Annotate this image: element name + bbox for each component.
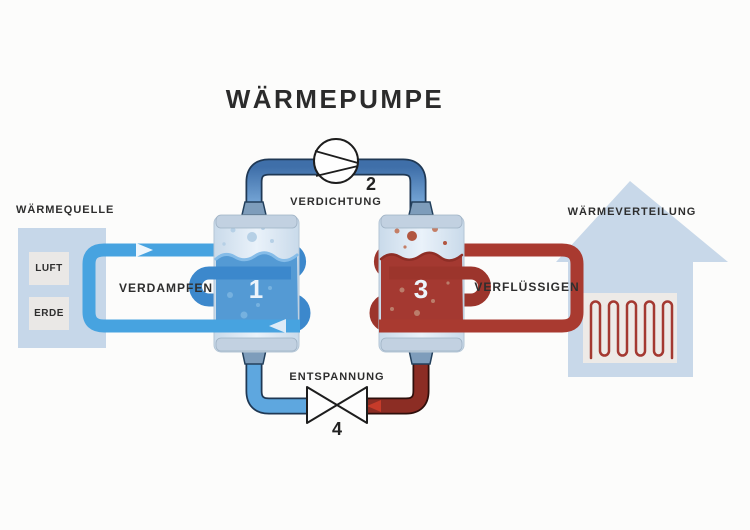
- heat-distribution-house: [556, 181, 728, 377]
- red-loop-pipe: [413, 243, 584, 333]
- source-item-luft: LUFT: [29, 252, 69, 285]
- vessel3-top-connector: [408, 201, 434, 216]
- heat-distribution-label: WÄRMEVERTEILUNG: [567, 206, 697, 218]
- stage-number-1: 1: [248, 274, 264, 304]
- serpentine-heating-coil-icon: [589, 300, 674, 360]
- stage-label-entspannung: ENTSPANNUNG: [289, 371, 385, 383]
- flow-arrow-right-icon: [136, 243, 153, 257]
- vessel3-bottom-cap: [380, 337, 463, 352]
- expansion-pipes: [245, 346, 430, 415]
- stage-label-verdichtung: VERDICHTUNG: [290, 196, 382, 208]
- stage-label-verdampfen: VERDAMPFEN: [118, 281, 214, 295]
- heat-source-label: WÄRMEQUELLE: [16, 204, 115, 216]
- vessel3-wave-edge: [379, 251, 464, 262]
- diagram-title: WÄRMEPUMPE: [225, 84, 445, 114]
- stage-number-3: 3: [413, 274, 429, 304]
- vessel1-top-connector: [241, 201, 267, 216]
- bottom-right-pipe: [354, 348, 428, 413]
- condenser-vessel: [378, 201, 471, 365]
- vessel1-wave-highlight: [214, 251, 299, 262]
- source-item-erde: ERDE: [29, 297, 69, 330]
- stage-number-4: 4: [331, 419, 343, 439]
- stage-label-verfluessigen: VERFLÜSSIGEN: [474, 280, 580, 294]
- vessel3-liquid-bubbles: [390, 281, 450, 316]
- vessel3-top-cap: [380, 214, 463, 229]
- vessel1-vapor-bubbles: [222, 222, 274, 246]
- bottom-left-pipe: [247, 348, 320, 413]
- vessel1-bottom-cap: [215, 337, 298, 352]
- stage-number-2: 2: [365, 174, 377, 194]
- expansion-valve-icon: [306, 386, 368, 424]
- evaporator-vessel: [209, 201, 300, 365]
- vessel1-top-cap: [215, 214, 298, 229]
- flow-arrow-left-icon: [367, 400, 381, 412]
- flow-arrow-left-icon: [269, 319, 286, 333]
- blue-loop-pipe: [82, 243, 267, 333]
- compressor-icon: [313, 138, 359, 184]
